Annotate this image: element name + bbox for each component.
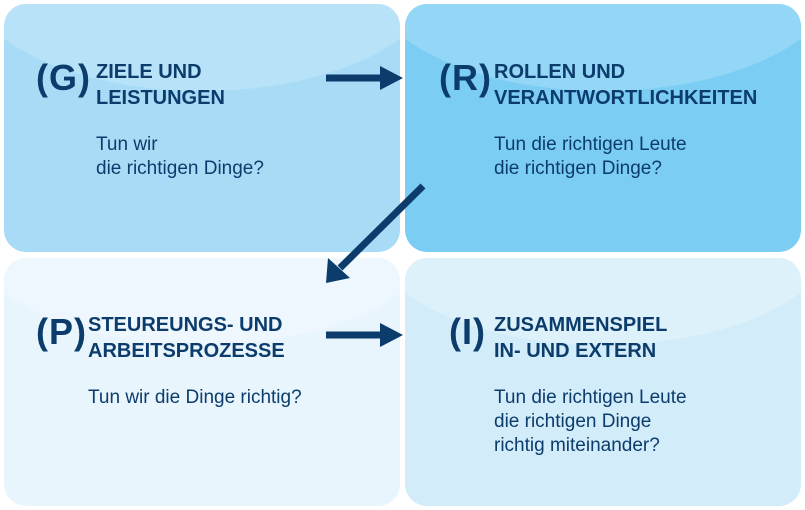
panel-question-line: Tun die richtigen Leute — [494, 134, 687, 155]
panel-title-line: ZIELE UND — [96, 61, 202, 83]
panel-title-line: LEISTUNGEN — [96, 87, 225, 109]
panel-question-line: Tun wir die Dinge richtig? — [88, 387, 302, 408]
panel-roles: (R) ROLLEN UND VERANTWORTLICHKEITEN Tun … — [405, 4, 801, 252]
panel-title-line: IN- UND EXTERN — [494, 340, 657, 362]
arrow-g-to-r — [326, 66, 403, 90]
panel-title-i: ZUSAMMENSPIEL IN- UND EXTERN — [494, 312, 667, 364]
panel-title-line: ZUSAMMENSPIEL — [494, 314, 668, 336]
arrow-r-to-p — [326, 183, 426, 283]
panel-interaction: (I) ZUSAMMENSPIEL IN- UND EXTERN Tun die… — [405, 258, 801, 506]
panel-title-line: ARBEITSPROZESSE — [88, 340, 285, 362]
arrow-p-to-i — [326, 323, 403, 347]
panel-question-line: die richtigen Dinge — [494, 411, 652, 432]
panel-question-line: richtig miteinander? — [494, 435, 660, 456]
panel-title-p: STEUREUNGS- UND ARBEITSPROZESSE — [88, 312, 285, 364]
panel-question-g: Tun wir die richtigen Dinge? — [96, 133, 264, 181]
panel-question-line: die richtigen Dinge? — [494, 158, 662, 179]
panel-title-r: ROLLEN UND VERANTWORTLICHKEITEN — [494, 59, 757, 111]
panel-title-line: STEUREUNGS- UND — [88, 314, 283, 336]
panel-letter-r: (R) — [439, 57, 492, 98]
panel-question-p: Tun wir die Dinge richtig? — [88, 386, 302, 410]
panel-goals: (G) ZIELE UND LEISTUNGEN Tun wir die ric… — [4, 4, 400, 252]
panel-letter-g: (G) — [36, 57, 91, 98]
panel-question-i: Tun die richtigen Leute die richtigen Di… — [494, 386, 687, 458]
panel-question-r: Tun die richtigen Leute die richtigen Di… — [494, 133, 687, 181]
panel-letter-i: (I) — [449, 311, 486, 352]
panel-question-line: Tun die richtigen Leute — [494, 387, 687, 408]
panel-question-line: die richtigen Dinge? — [96, 158, 264, 179]
panel-title-g: ZIELE UND LEISTUNGEN — [96, 59, 225, 111]
panel-title-line: ROLLEN UND — [494, 61, 626, 83]
panel-letter-p: (P) — [36, 311, 87, 352]
panel-question-line: Tun wir — [96, 134, 158, 155]
panel-title-line: VERANTWORTLICHKEITEN — [494, 87, 758, 109]
